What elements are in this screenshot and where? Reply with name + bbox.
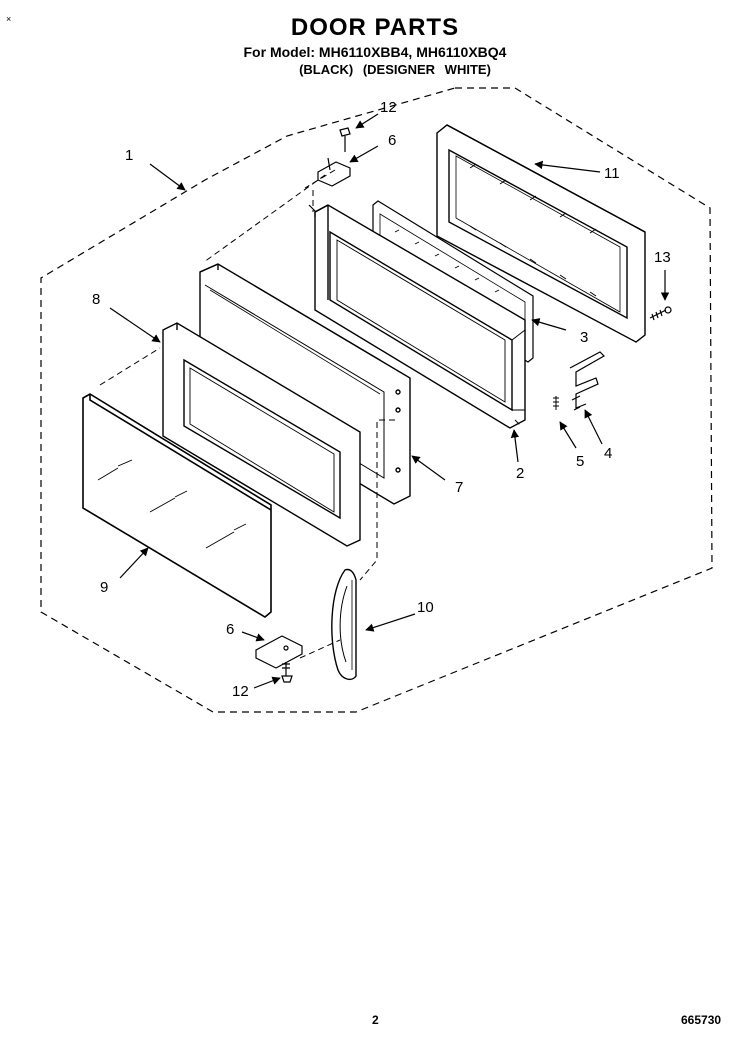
callout-leaders xyxy=(109,113,670,689)
part-5-latch-spring xyxy=(553,396,559,410)
callout-9: 9 xyxy=(100,579,108,596)
document-number: 665730 xyxy=(681,1013,722,1027)
part-2-door-frame xyxy=(308,204,526,429)
callout-12-top: 12 xyxy=(380,99,397,116)
callout-6-bottom: 6 xyxy=(226,621,234,638)
part-6-bottom-hinge xyxy=(255,635,303,669)
callout-5: 5 xyxy=(576,453,584,470)
part-13-screw xyxy=(649,306,672,321)
part-6-top-hinge xyxy=(317,157,351,187)
callout-1: 1 xyxy=(125,147,133,164)
part-10-handle xyxy=(331,568,357,681)
page-number: 2 xyxy=(372,1013,379,1027)
part-8-door-panel xyxy=(162,322,361,547)
diagram-title: DOOR PARTS xyxy=(290,14,460,41)
part-4-latch-bracket xyxy=(569,351,605,411)
callout-13: 13 xyxy=(654,249,671,266)
callout-12-bottom: 12 xyxy=(232,683,249,700)
callout-6-top: 6 xyxy=(388,132,396,149)
callout-8: 8 xyxy=(92,291,100,308)
callout-2: 2 xyxy=(516,465,524,482)
callout-11: 11 xyxy=(604,165,620,182)
corner-mark: × xyxy=(6,14,12,24)
assembly-guide-lines xyxy=(99,169,521,659)
part-12-top-screw xyxy=(339,127,351,152)
callout-10: 10 xyxy=(417,599,434,616)
model-numbers: For Model: MH6110XBB4, MH6110XBQ4 xyxy=(243,44,507,60)
part-12-bottom-screw xyxy=(281,662,293,683)
callout-3: 3 xyxy=(580,329,588,346)
callout-4: 4 xyxy=(604,445,612,462)
part-9-glass-panel xyxy=(82,393,272,618)
part-11-choke-frame xyxy=(436,124,646,343)
color-variants: (BLACK) (DESIGNER WHITE) xyxy=(299,62,491,77)
callout-7: 7 xyxy=(455,479,463,496)
